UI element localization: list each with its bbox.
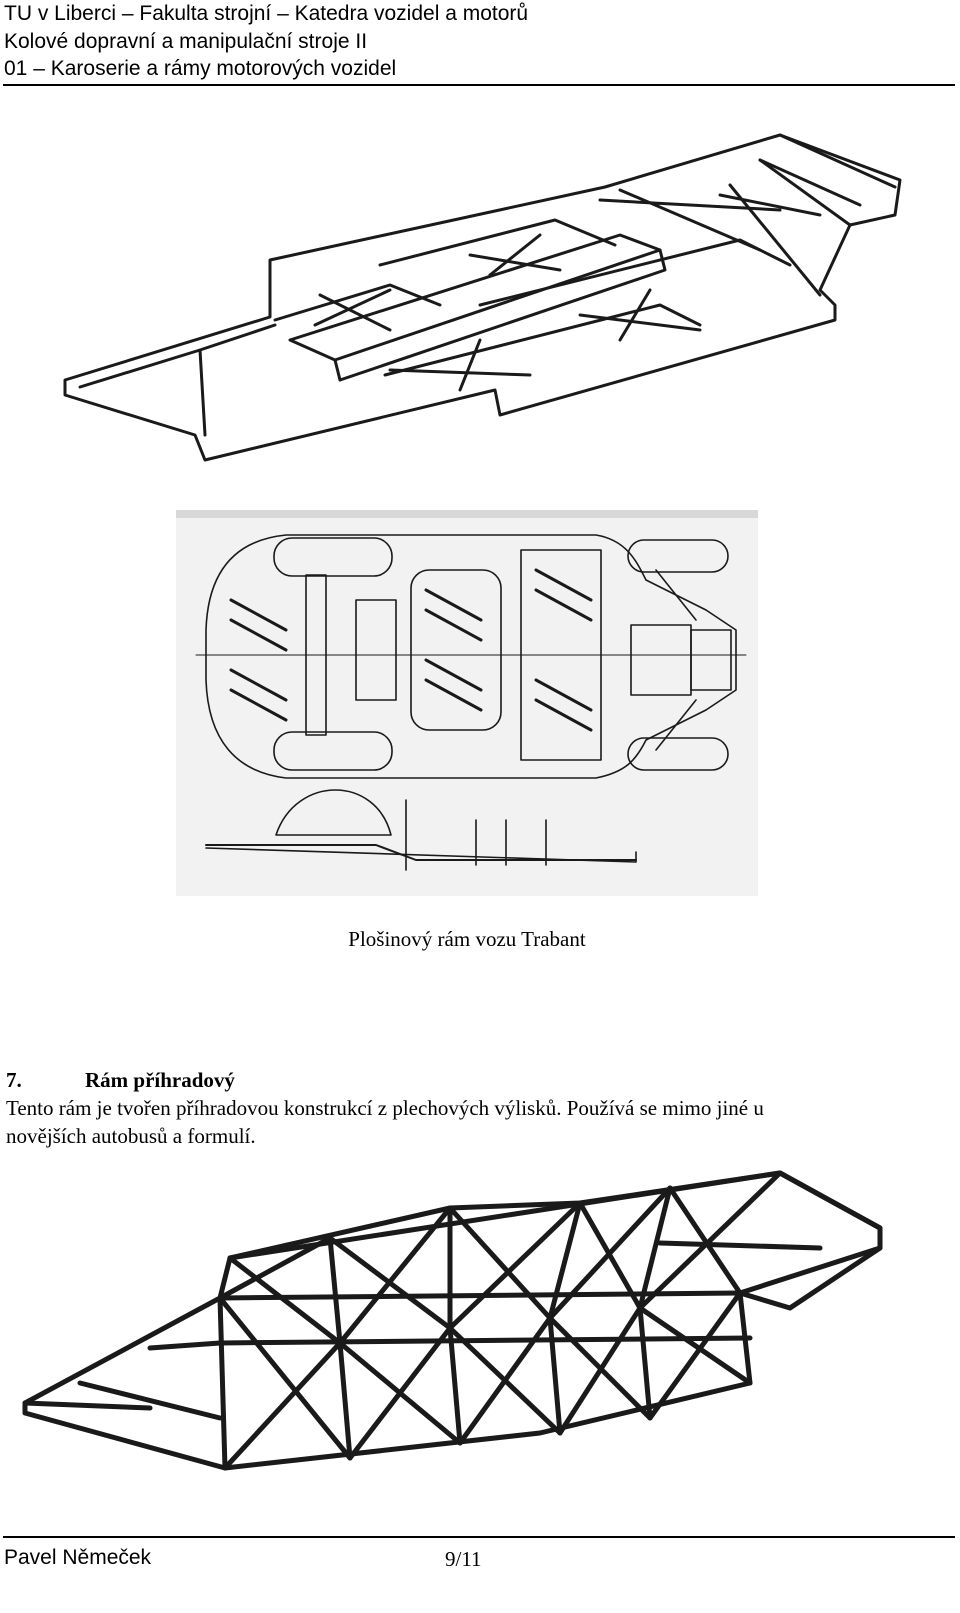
header-line-2: Kolové dopravní a manipulační stroje II	[4, 30, 368, 53]
body-text-line-1: Tento rám je tvořen příhradovou konstruk…	[6, 1096, 764, 1120]
footer-rule	[3, 1536, 955, 1538]
truss-frame-icon	[22, 1170, 883, 1471]
platform-frame-icon	[63, 133, 902, 462]
header-rule	[3, 84, 955, 86]
body-text-line-2: novějších autobusů a formulí.	[6, 1124, 256, 1148]
section-number: 7.	[6, 1068, 22, 1092]
figure-caption: Plošinový rám vozu Trabant	[348, 927, 586, 951]
footer-page-number: 9/11	[445, 1547, 482, 1571]
section-title: Rám příhradový	[85, 1068, 235, 1092]
footer-author: Pavel Němeček	[4, 1546, 152, 1569]
header-line-3: 01 – Karoserie a rámy motorových vozidel	[4, 57, 397, 80]
trabant-chassis-icon	[176, 510, 758, 896]
header-line-1: TU v Liberci – Fakulta strojní – Katedra…	[4, 2, 529, 25]
